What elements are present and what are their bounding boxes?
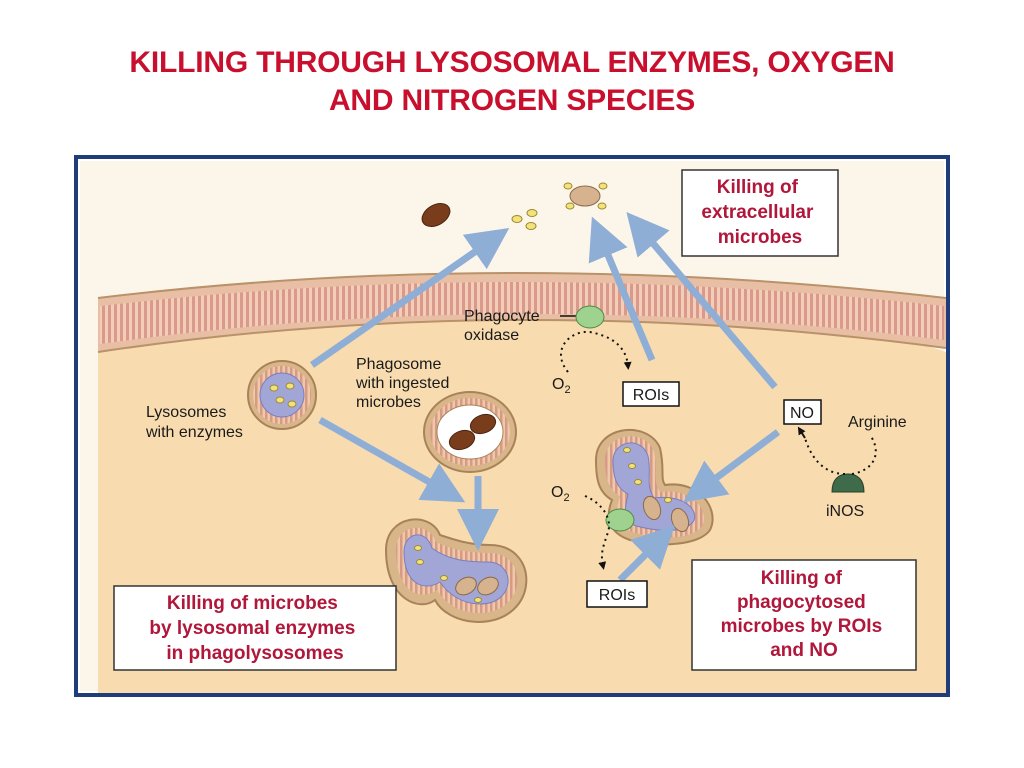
phagocyte-oxidase-icon — [575, 305, 605, 329]
rois-top-label: ROIs — [633, 387, 669, 404]
o2-bottom-label: O2 — [551, 484, 570, 504]
title-line-2: AND NITROGEN SPECIES — [328, 84, 696, 117]
microbe-fragments-icon — [511, 209, 538, 230]
lysosome-exocytosis-arrow — [310, 228, 510, 368]
lysosomes-label: Lysosomes with enzymes — [145, 404, 243, 441]
membrane-stripes — [100, 282, 944, 344]
extracellular-killing-caption: Killing of extracellular microbes — [701, 177, 818, 248]
phagocyte-oxidase-label: Phagocyte oxidase — [464, 308, 544, 344]
inos-label: iNOS — [826, 503, 864, 520]
lysosome-fusion-arrow — [318, 416, 466, 503]
title-line-1: KILLING THROUGH LYSOSOMAL ENZYMES, OXYGE… — [129, 46, 895, 79]
no-box — [783, 399, 822, 425]
lysosomal-killing-caption: Killing of microbes by lysosomal enzymes… — [149, 593, 360, 664]
lysosome-icon — [247, 360, 317, 430]
phagocytosed-killing-caption: Killing of phagocytosed microbes by ROIs… — [721, 568, 888, 661]
phagocytosed-killing-box — [691, 559, 917, 671]
rois-top-box — [622, 381, 680, 407]
phagocyte-oxidase-bottom-icon — [605, 508, 635, 532]
rois-extracellular-arrow — [588, 216, 656, 362]
phagosome-icon — [423, 391, 517, 473]
oxidase-dotted-arrow — [560, 330, 632, 373]
no-label: NO — [790, 405, 814, 422]
rois-bottom-box — [586, 580, 648, 608]
rois-phagolysosome-arrow — [617, 525, 675, 583]
no-extracellular-arrow — [626, 211, 778, 390]
o2-top-label: O2 — [552, 376, 571, 396]
pathway-arrows — [310, 211, 781, 583]
intact-microbe-icon — [421, 203, 451, 227]
no-phagolysosome-arrow — [683, 429, 781, 503]
lysosomal-killing-box — [113, 585, 397, 671]
damaged-microbe-icon — [563, 182, 608, 210]
slide-title: KILLING THROUGH LYSOSOMAL ENZYMES, OXYGE… — [0, 44, 1024, 120]
arginine-dotted-path — [804, 434, 877, 475]
arginine-label: Arginine — [848, 414, 907, 431]
inos-icon — [831, 473, 865, 493]
phagosome-label: Phagosome with ingested microbes — [355, 356, 454, 411]
extracellular-killing-box — [681, 169, 839, 257]
rois-bottom-label: ROIs — [599, 587, 635, 604]
